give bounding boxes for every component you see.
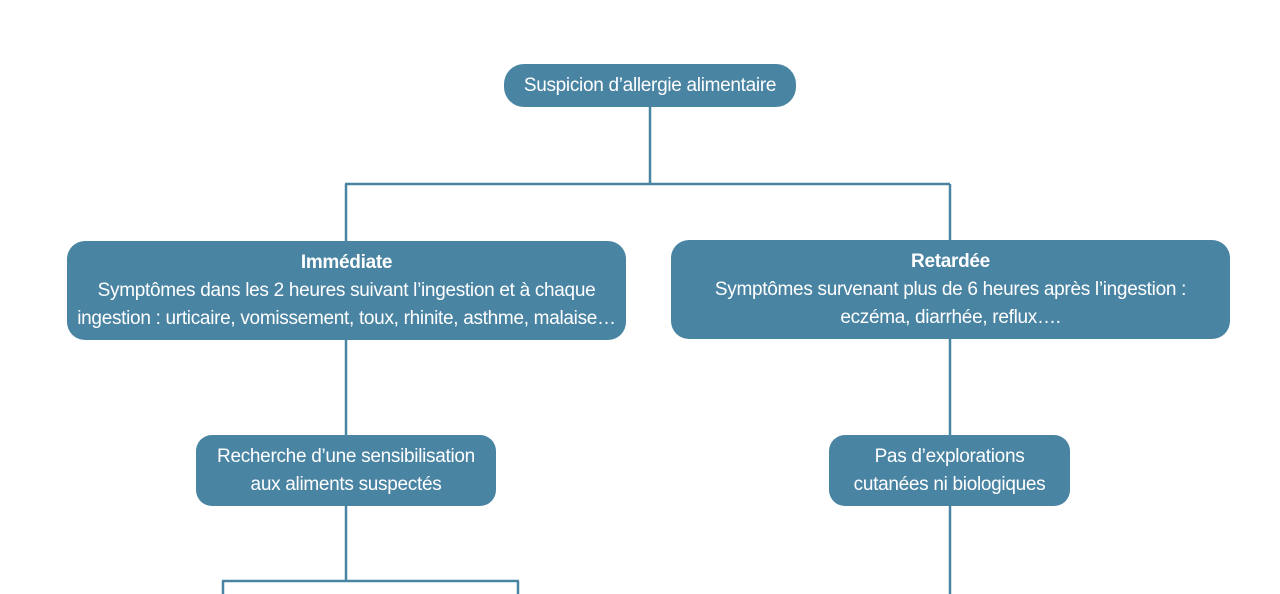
node-no-exploration-line1: Pas d’explorations — [874, 445, 1025, 467]
node-delayed-line2: eczéma, diarrhée, reflux…. — [840, 306, 1061, 328]
node-suspicion: Suspicion d’allergie alimentaire — [504, 64, 796, 107]
node-suspicion-text: Suspicion d’allergie alimentaire — [523, 74, 777, 96]
node-sensitization-line2: aux aliments suspectés — [250, 473, 442, 495]
node-immediate: Immédiate Symptômes dans les 2 heures su… — [67, 241, 626, 340]
node-immediate-title: Immédiate — [300, 251, 393, 273]
node-immediate-line2: ingestion : urticaire, vomissement, toux… — [77, 307, 616, 329]
node-delayed: Retardée Symptômes survenant plus de 6 h… — [671, 240, 1230, 339]
node-sensitization-line1: Recherche d’une sensibilisation — [217, 445, 475, 467]
node-no-exploration: Pas d’explorations cutanées ni biologiqu… — [829, 435, 1070, 506]
node-immediate-line1: Symptômes dans les 2 heures suivant l’in… — [97, 279, 596, 301]
node-sensitization: Recherche d’une sensibilisation aux alim… — [196, 435, 496, 506]
node-no-exploration-line2: cutanées ni biologiques — [853, 473, 1046, 495]
node-delayed-title: Retardée — [911, 250, 990, 272]
node-delayed-line1: Symptômes survenant plus de 6 heures apr… — [714, 278, 1187, 300]
